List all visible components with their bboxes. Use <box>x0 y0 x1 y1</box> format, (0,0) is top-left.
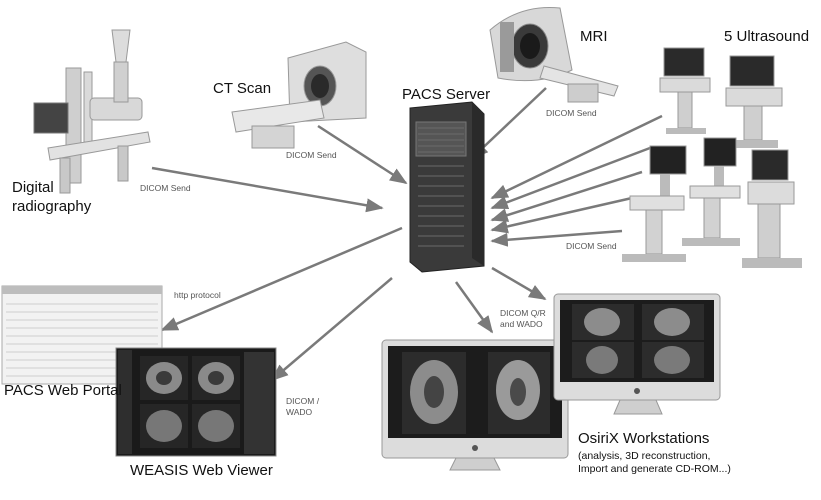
mri-label: MRI <box>580 28 608 45</box>
dicom-send-ct-label: DICOM Send <box>286 150 337 160</box>
digital-radiography-label: Digital radiography <box>12 178 91 216</box>
ultrasound-devices <box>622 47 802 268</box>
dicom-send-mri-label: DICOM Send <box>546 108 597 118</box>
arrow-us2-to-server <box>490 146 651 210</box>
ct-scanner-device <box>231 41 367 149</box>
mri-device <box>489 6 619 103</box>
digital-radiography-label-line1: Digital <box>12 179 54 196</box>
dicom-send-ultrasound-label: DICOM Send <box>566 241 617 251</box>
osirix-monitor-left <box>381 339 569 471</box>
dicom-qr-wado-label: DICOM Q/R and WADO <box>500 308 546 330</box>
ct-scan-label: CT Scan <box>213 80 272 97</box>
pacs-web-portal-label: PACS Web Portal <box>4 382 122 399</box>
dicom-qr-line1: DICOM Q/R <box>500 308 546 318</box>
osirix-description: (analysis, 3D reconstruction, Import and… <box>578 450 808 476</box>
http-protocol-label: http protocol <box>174 290 221 300</box>
dicom-wado-label: DICOM / WADO <box>286 396 319 418</box>
arrow-ct-to-server <box>317 124 408 185</box>
dicom-qr-line2: and WADO <box>500 319 543 329</box>
osirix-workstations-label: OsiriX Workstations <box>578 430 710 447</box>
arrow-us3-to-server <box>490 170 643 222</box>
osirix-description-line2: Import and generate CD-ROM...) <box>578 463 731 475</box>
arrow-us1-to-server <box>490 114 663 200</box>
pacs-server-tower <box>409 101 485 273</box>
digital-radiography-device <box>33 29 151 194</box>
digital-radiography-label-line2: radiography <box>12 198 92 215</box>
arrow-radiography-to-server <box>151 166 384 213</box>
osirix-description-line1: (analysis, 3D reconstruction, <box>578 450 711 462</box>
dicom-send-radiography-label: DICOM Send <box>140 183 191 193</box>
pacs-server-label: PACS Server <box>402 86 491 103</box>
connector-arrows <box>151 87 663 382</box>
dicom-wado-line1: DICOM / <box>286 396 320 406</box>
arrow-us5-to-server <box>490 229 623 247</box>
dicom-wado-line2: WADO <box>286 407 313 417</box>
arrow-server-to-weasis <box>270 277 393 382</box>
weasis-viewer-label: WEASIS Web Viewer <box>130 462 273 479</box>
ultrasound-label: 5 Ultrasound <box>724 28 810 45</box>
arrow-server-to-osirix-right <box>491 266 547 301</box>
arrow-server-to-web-portal <box>160 226 403 332</box>
weasis-viewer-screenshot <box>115 347 277 457</box>
arrow-server-to-osirix-left <box>454 281 494 334</box>
arrow-us4-to-server <box>490 196 633 234</box>
osirix-monitor-right <box>553 293 721 415</box>
